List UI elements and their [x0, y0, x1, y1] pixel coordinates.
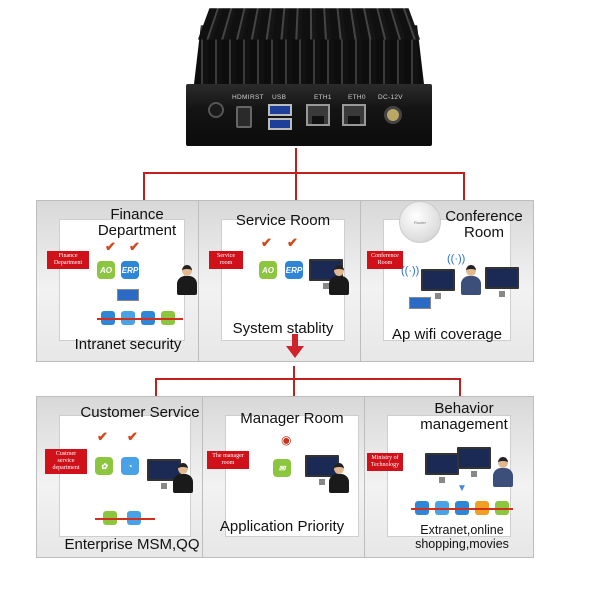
- person-icon: [329, 265, 349, 295]
- person-icon: [493, 457, 513, 487]
- port-label-hdmi: HDMI: [232, 94, 250, 101]
- connector-line: [459, 378, 461, 398]
- room-title: Service Room: [235, 212, 331, 229]
- check-icon: ✔: [105, 239, 116, 254]
- port-label-dc: DC-12V: [378, 94, 403, 101]
- connector-line: [155, 378, 157, 398]
- arrow-down-icon: ▼: [457, 483, 467, 494]
- arrow-down-icon: [286, 334, 304, 358]
- room-tag: The manager room: [207, 451, 249, 469]
- laptop-icon: [409, 297, 431, 309]
- connector-line: [155, 378, 461, 380]
- blocked-strike: [97, 318, 183, 320]
- dc-jack: [384, 106, 402, 124]
- room-title: Behavior management: [420, 400, 508, 433]
- port-label-eth0: ETH0: [348, 94, 366, 101]
- room-title: Manager Room: [240, 410, 344, 427]
- check-icon: ✔: [287, 235, 298, 250]
- room-tag: Ministry of Technology: [367, 453, 403, 471]
- eth0-port: [342, 104, 366, 126]
- msn-icon: ✿: [95, 457, 113, 475]
- app-erp-icon: ERP: [121, 261, 139, 279]
- eye-icon: ◉: [281, 433, 292, 447]
- app-ao-icon: AO: [259, 261, 277, 279]
- room-tag: Service room: [209, 251, 243, 269]
- room-tag: Conference Room: [367, 251, 403, 269]
- qq-icon: ◔: [121, 457, 139, 475]
- monitor-icon: [485, 267, 519, 297]
- room-caption: System stablity: [232, 320, 334, 337]
- room-behavior-management: Behavior management Ministry of Technolo…: [364, 396, 534, 558]
- room-caption: Ap wifi coverage: [391, 326, 503, 343]
- room-wall: [387, 415, 511, 537]
- room-title: Conference Room: [445, 208, 523, 241]
- monitor-icon: [421, 269, 455, 299]
- usb-port: [268, 104, 292, 116]
- monitor-icon: [457, 447, 491, 477]
- room-manager: Manager Room ◉ The manager room ✉ Applic…: [202, 396, 382, 558]
- room-caption: Application Priority: [219, 518, 345, 535]
- usb-port: [268, 118, 292, 130]
- blocked-strike: [95, 518, 155, 520]
- mini-pc-device: HDMI RST USB ETH1 ETH0 DC-12V: [186, 0, 432, 148]
- connector-line: [463, 172, 465, 200]
- eth1-port: [306, 104, 330, 126]
- check-icon: ✔: [261, 235, 272, 250]
- port-label-eth1: ETH1: [314, 94, 332, 101]
- room-caption: Enterprise MSM,QQ: [64, 536, 200, 553]
- room-finance: Finance Department ✔ ✔ Finance Departmen…: [36, 200, 208, 362]
- room-customer-service: Customer Service ✔ ✔ Custmer service dep…: [36, 396, 214, 558]
- room-service: Service Room ✔ ✔ Service room AO ERP Sys…: [198, 200, 368, 362]
- room-tag: Finance Department: [47, 251, 89, 269]
- person-icon: [329, 463, 349, 493]
- port-label-usb: USB: [272, 94, 287, 101]
- wifi-icon: ((·)): [447, 253, 466, 265]
- app-ao-icon: AO: [97, 261, 115, 279]
- router-icon: Router: [399, 201, 441, 243]
- app-erp-icon: ERP: [285, 261, 303, 279]
- connector-line: [143, 172, 465, 174]
- blocked-strike: [411, 508, 513, 510]
- front-panel: HDMI RST USB ETH1 ETH0 DC-12V: [186, 84, 432, 146]
- connector-line: [295, 172, 297, 200]
- person-icon: [461, 265, 481, 295]
- wifi-icon: ((·)): [401, 265, 420, 277]
- power-button-icon: [208, 102, 224, 118]
- laptop-icon: [117, 289, 139, 301]
- room-caption: Intranet security: [74, 336, 182, 353]
- room-tag: Custmer service department: [45, 449, 87, 474]
- connector-line: [143, 172, 145, 200]
- room-title: Finance Department: [97, 206, 177, 239]
- check-icon: ✔: [129, 239, 140, 254]
- room-title: Customer Service: [80, 404, 200, 421]
- heatsink-top: [197, 8, 421, 40]
- person-icon: [177, 265, 197, 295]
- connector-line: [295, 148, 297, 172]
- port-label-rst: RST: [250, 94, 264, 101]
- room-conference: Router Conference Room Conference Room (…: [360, 200, 534, 362]
- monitor-icon: [425, 453, 459, 483]
- check-icon: ✔: [97, 429, 108, 444]
- hdmi-port: [236, 106, 252, 128]
- connector-line: [293, 366, 295, 398]
- check-icon: ✔: [127, 429, 138, 444]
- room-caption: Extranet,online shopping,movies: [415, 523, 509, 551]
- mail-icon: ✉: [273, 459, 291, 477]
- person-icon: [173, 463, 193, 493]
